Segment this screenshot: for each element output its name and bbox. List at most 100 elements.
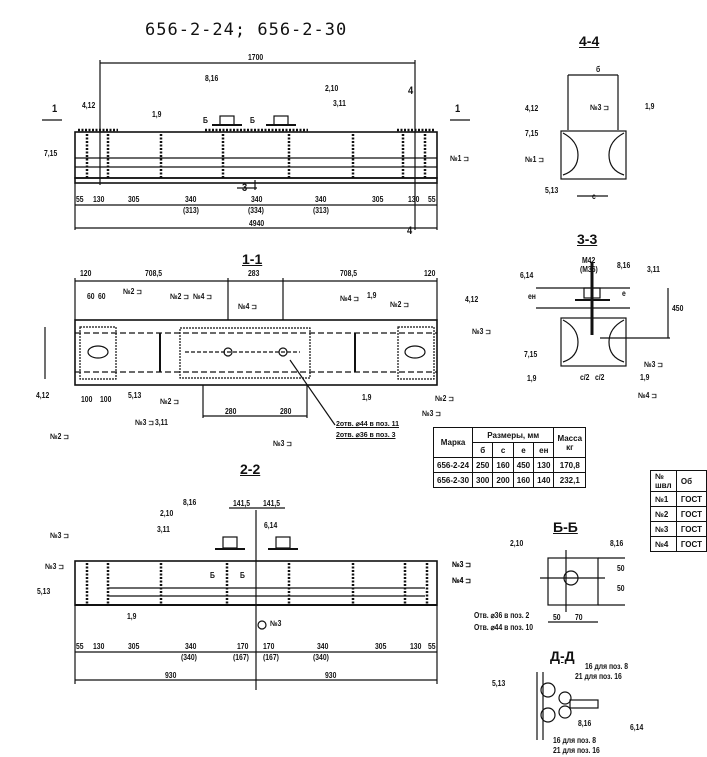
- note: 16 для поз. 8: [585, 662, 629, 671]
- label: №1 ⊐: [525, 155, 544, 164]
- dim: 130: [93, 195, 105, 204]
- dim-alt: (167): [233, 653, 249, 662]
- label: №3 ⊐: [135, 418, 154, 427]
- label: 8,16: [205, 74, 219, 83]
- dim-450: 450: [672, 304, 684, 313]
- section-title-dd: Д-Д: [550, 648, 575, 664]
- dim-c: c: [592, 192, 596, 201]
- label: №3 ⊐: [472, 327, 491, 336]
- label: 4,12: [36, 391, 50, 400]
- label: №3 ⊐: [644, 360, 663, 369]
- dim: 130: [410, 642, 422, 651]
- section-bb-view: [540, 550, 625, 623]
- label: №3 ⊐: [422, 409, 441, 418]
- label: №2 ⊐: [435, 394, 454, 403]
- label: 1,9: [127, 612, 137, 621]
- cut-mark-b: Б: [210, 571, 215, 580]
- dim: 60: [98, 292, 106, 301]
- label: 2,10: [510, 539, 524, 548]
- side-label: №4 ⊐: [452, 576, 471, 585]
- label: №2 ⊐: [160, 397, 179, 406]
- label: 5,13: [37, 587, 51, 596]
- dim-alt: (340): [313, 653, 329, 662]
- dim: 50: [553, 613, 561, 622]
- header-c: c: [492, 442, 514, 458]
- cut-mark-1: 1: [455, 103, 461, 115]
- label: №3 ⊐: [45, 562, 64, 571]
- hole-note: Отв. ⌀44 в поз. 10: [474, 623, 534, 632]
- label: 3,11: [647, 265, 660, 274]
- dim: 305: [128, 195, 140, 204]
- dim: 340: [185, 195, 197, 204]
- dim: 55: [76, 195, 84, 204]
- label: 5,13: [128, 391, 142, 400]
- header-mark: Марка: [432, 427, 474, 458]
- section-title-2-2: 2-2: [240, 461, 261, 477]
- hole-note: Отв. ⌀36 в поз. 2: [474, 611, 530, 620]
- label: №2 ⊐: [123, 287, 142, 296]
- section-title-4-4: 4-4: [579, 33, 600, 49]
- label: 8,16: [617, 261, 631, 270]
- header-b: б: [472, 442, 494, 458]
- dim: 340: [315, 195, 327, 204]
- hole-note: 2отв. ⌀36 в поз. 3: [336, 432, 396, 439]
- section-title-bb: Б-Б: [553, 519, 578, 535]
- section-4-4-view: [560, 74, 627, 197]
- dim: 55: [428, 195, 436, 204]
- label: 3,11: [155, 418, 168, 427]
- dim-alt: (334): [248, 206, 264, 215]
- label: 7,15: [525, 129, 539, 138]
- label: №3 ⊐: [590, 103, 609, 112]
- dim: 283: [248, 269, 260, 278]
- elevation-view: [42, 60, 470, 230]
- note: 21 для поз. 16: [553, 746, 600, 755]
- cut-mark-3: 3: [242, 182, 248, 194]
- dim: 340: [317, 642, 329, 651]
- label: 6,14: [630, 723, 644, 732]
- label: №2 ⊐: [50, 432, 69, 441]
- label: №3 ⊐: [273, 439, 292, 448]
- label: №4 ⊐: [638, 391, 657, 400]
- dim: 100: [100, 395, 112, 404]
- cut-mark-b: Б: [203, 116, 208, 125]
- dim: 170: [237, 642, 249, 651]
- cut-mark-4: 4: [407, 225, 413, 237]
- dim: 340: [251, 195, 263, 204]
- dim: 130: [93, 642, 105, 651]
- label: 6,14: [264, 521, 278, 530]
- dim: 141,5: [233, 499, 251, 508]
- section-title-1-1: 1-1: [242, 251, 263, 267]
- dim-1700: 1700: [248, 53, 264, 62]
- plan-view: [44, 278, 438, 426]
- label: 3,11: [333, 99, 346, 108]
- label: 1,9: [152, 110, 162, 119]
- dim: 340: [185, 642, 197, 651]
- label: 1,9: [645, 102, 655, 111]
- dim: 100: [81, 395, 93, 404]
- dim-alt: (340): [181, 653, 197, 662]
- dim: 120: [424, 269, 436, 278]
- label: 4,12: [525, 104, 539, 113]
- dim: 50: [617, 584, 625, 593]
- dim: 280: [280, 407, 292, 416]
- dim-alt: (167): [263, 653, 279, 662]
- label: 1,9: [640, 373, 650, 382]
- dim-alt: (313): [313, 206, 329, 215]
- cut-mark-4: 4: [408, 85, 414, 97]
- dim: 60: [87, 292, 95, 301]
- dim-c-half: c/2: [580, 373, 590, 382]
- dim: 305: [372, 195, 384, 204]
- drawing-title: 656-2-24; 656-2-30: [145, 20, 348, 40]
- label: 1,9: [527, 374, 537, 383]
- label: №4 ⊐: [452, 576, 471, 585]
- bolt-size: М42: [582, 256, 596, 265]
- label: 7,15: [44, 149, 58, 158]
